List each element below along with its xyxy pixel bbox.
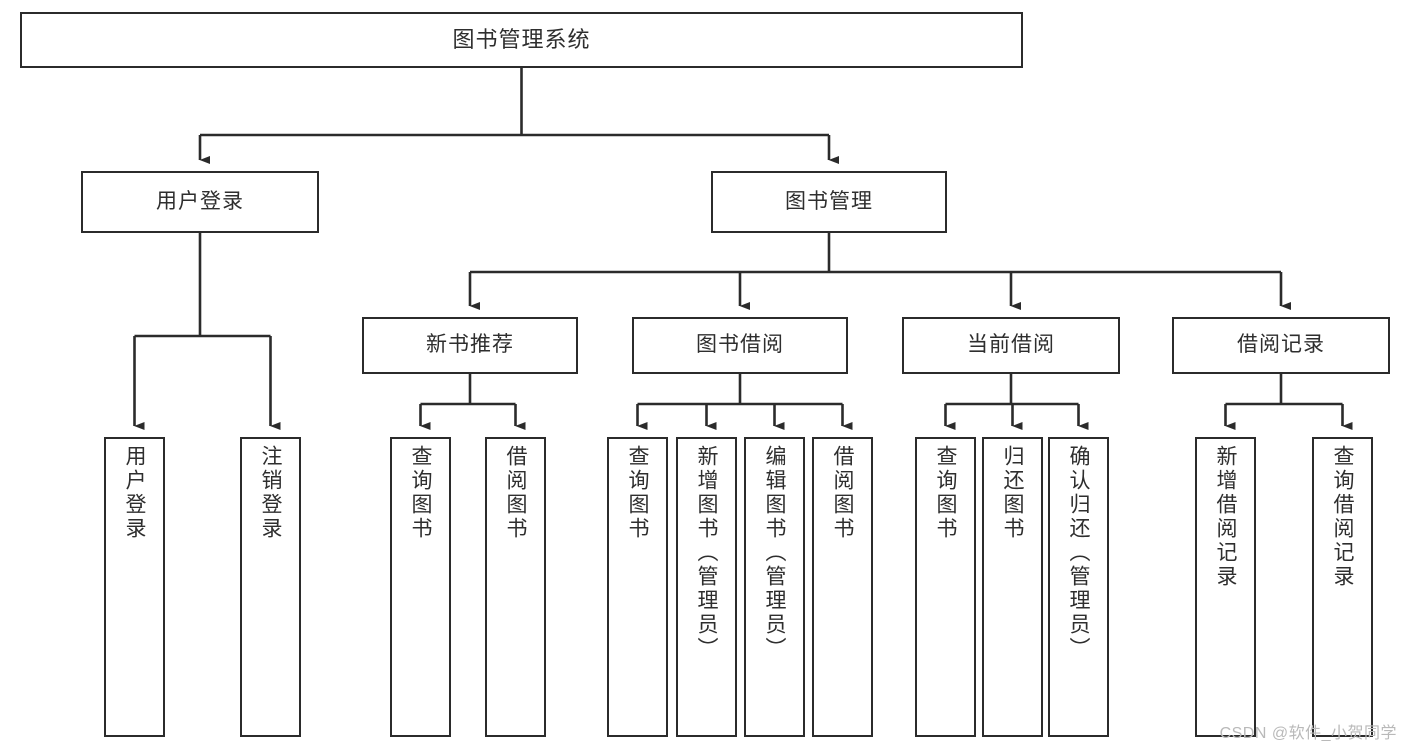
node-leaf-query-book-1-label: 查询图书: [409, 445, 432, 541]
node-leaf-user-login-label: 用户登录: [123, 445, 146, 541]
node-leaf-logout-label: 注销登录: [259, 445, 282, 541]
node-leaf-return-book-label: 归还图书: [1001, 445, 1024, 541]
node-leaf-borrow-book-2-label: 借阅图书: [831, 445, 854, 541]
node-book-borrow-label: 图书借阅: [696, 333, 784, 357]
node-leaf-add-book-label: 新增图书（管理员）: [695, 445, 718, 661]
node-leaf-user-login[interactable]: 用户登录: [104, 437, 165, 737]
node-leaf-query-book-3-label: 查询图书: [934, 445, 957, 541]
node-user-login[interactable]: 用户登录: [81, 171, 319, 233]
node-leaf-query-book-3[interactable]: 查询图书: [915, 437, 976, 737]
node-book-manage-label: 图书管理: [785, 189, 873, 213]
node-leaf-edit-book-label: 编辑图书（管理员）: [763, 445, 786, 661]
node-leaf-query-book-2-label: 查询图书: [626, 445, 649, 541]
node-book-manage[interactable]: 图书管理: [711, 171, 947, 233]
node-leaf-return-book[interactable]: 归还图书: [982, 437, 1043, 737]
node-root[interactable]: 图书管理系统: [20, 12, 1023, 68]
node-leaf-add-book[interactable]: 新增图书（管理员）: [676, 437, 737, 737]
node-leaf-confirm-return-label: 确认归还（管理员）: [1067, 445, 1090, 661]
node-leaf-borrow-book-1[interactable]: 借阅图书: [485, 437, 546, 737]
node-leaf-borrow-book-2[interactable]: 借阅图书: [812, 437, 873, 737]
node-leaf-query-record-label: 查询借阅记录: [1331, 445, 1354, 589]
node-leaf-query-record[interactable]: 查询借阅记录: [1312, 437, 1373, 737]
node-leaf-edit-book[interactable]: 编辑图书（管理员）: [744, 437, 805, 737]
watermark: CSDN @软件_小贺同学: [1219, 725, 1397, 742]
node-user-login-label: 用户登录: [156, 189, 244, 213]
node-leaf-confirm-return[interactable]: 确认归还（管理员）: [1048, 437, 1109, 737]
node-leaf-query-book-1[interactable]: 查询图书: [390, 437, 451, 737]
node-root-label: 图书管理系统: [452, 27, 591, 53]
node-book-borrow[interactable]: 图书借阅: [632, 317, 848, 374]
node-leaf-add-record[interactable]: 新增借阅记录: [1195, 437, 1256, 737]
node-current-borrow-label: 当前借阅: [967, 333, 1055, 357]
node-leaf-query-book-2[interactable]: 查询图书: [607, 437, 668, 737]
node-current-borrow[interactable]: 当前借阅: [902, 317, 1120, 374]
node-leaf-add-record-label: 新增借阅记录: [1214, 445, 1237, 589]
node-leaf-logout[interactable]: 注销登录: [240, 437, 301, 737]
node-new-book-recommend[interactable]: 新书推荐: [362, 317, 578, 374]
node-borrow-record[interactable]: 借阅记录: [1172, 317, 1390, 374]
node-borrow-record-label: 借阅记录: [1237, 333, 1325, 357]
node-new-book-recommend-label: 新书推荐: [426, 333, 514, 357]
node-leaf-borrow-book-1-label: 借阅图书: [504, 445, 527, 541]
